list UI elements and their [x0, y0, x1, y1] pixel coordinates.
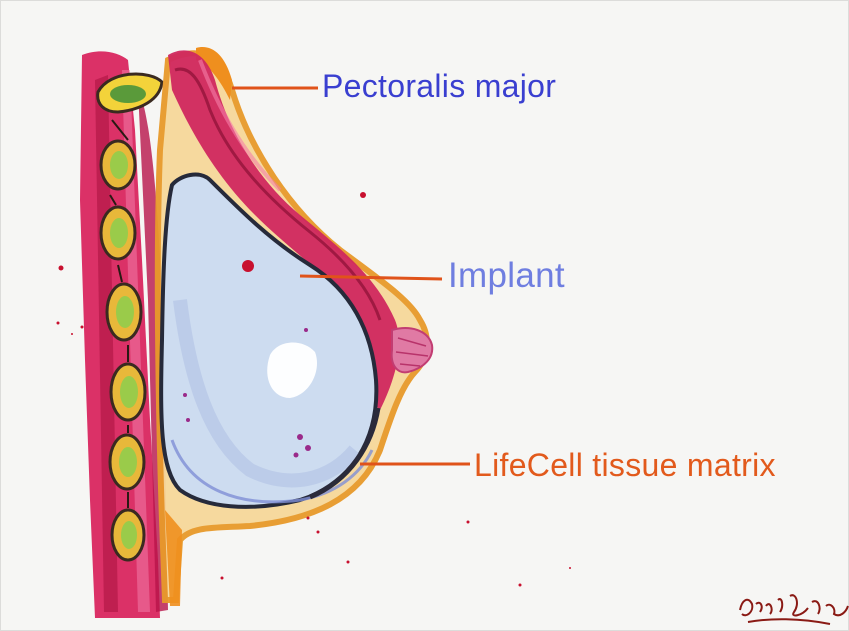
artist-signature	[740, 595, 848, 624]
nipple	[392, 328, 433, 372]
pectoralis-major-label: Pectoralis major	[322, 68, 556, 105]
lifecell-tissue-matrix-label: LifeCell tissue matrix	[474, 447, 776, 484]
implant-label: Implant	[448, 256, 565, 296]
